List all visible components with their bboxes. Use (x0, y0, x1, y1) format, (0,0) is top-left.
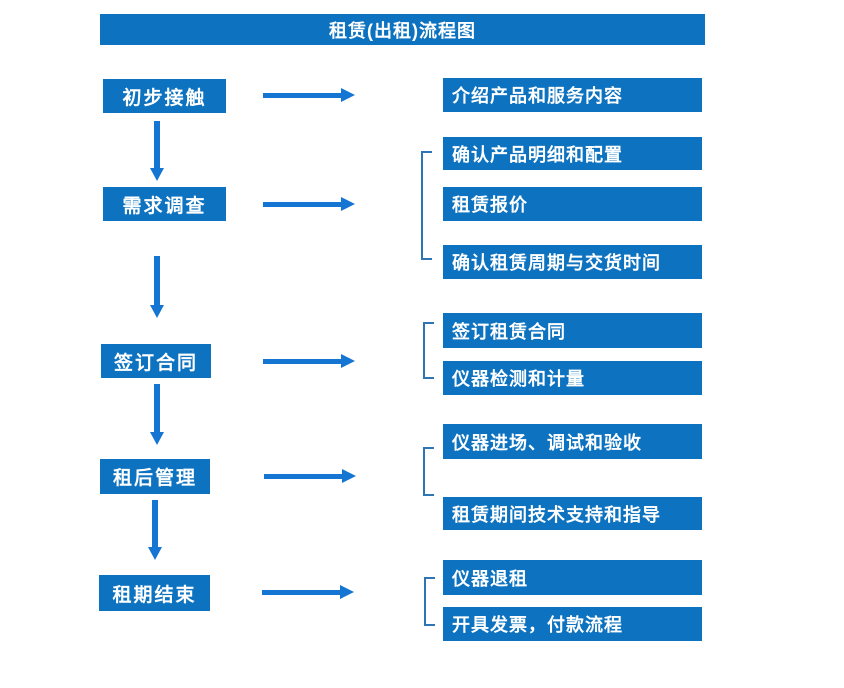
output-label: 介绍产品和服务内容 (452, 86, 623, 106)
title-bar: 租赁(出租)流程图 (100, 14, 705, 45)
stage-label: 需求调查 (122, 195, 207, 217)
flow-arrow-down-icon (150, 256, 164, 318)
flow-arrow-right-icon (263, 197, 355, 211)
flow-arrow-right-icon (263, 88, 355, 102)
group-bracket-icon (424, 577, 435, 626)
output-box-introduce-products-services: 介绍产品和服务内容 (443, 78, 702, 112)
output-box-instrument-return: 仪器退租 (443, 560, 702, 595)
stage-box-rental-end: 租期结束 (99, 575, 210, 611)
stage-label: 初步接触 (122, 87, 207, 109)
group-bracket-icon (423, 322, 434, 379)
output-label: 仪器进场、调试和验收 (452, 432, 642, 453)
output-box-invoice-payment-process: 开具发票，付款流程 (443, 607, 702, 641)
stage-box-initial-contact: 初步接触 (103, 79, 226, 113)
output-box-rental-quotation: 租赁报价 (443, 187, 702, 221)
flow-arrow-right-icon (264, 469, 356, 483)
output-label: 仪器检测和计量 (452, 369, 585, 389)
output-label: 签订租赁合同 (452, 321, 566, 342)
output-box-instrument-inspection-measurement: 仪器检测和计量 (443, 361, 702, 395)
flow-arrow-down-icon (148, 500, 162, 560)
stage-label: 租后管理 (112, 468, 197, 489)
flow-arrow-right-icon (262, 585, 354, 599)
group-bracket-icon (423, 447, 434, 496)
flow-arrow-right-icon (263, 354, 355, 368)
output-label: 开具发票，付款流程 (452, 615, 623, 635)
output-box-confirm-rental-period-delivery: 确认租赁周期与交货时间 (443, 245, 702, 279)
output-box-confirm-product-details: 确认产品明细和配置 (443, 137, 702, 170)
page-title: 租赁(出租)流程图 (329, 20, 476, 41)
group-bracket-icon (421, 151, 432, 260)
output-label: 仪器退租 (452, 568, 528, 589)
stage-box-post-rental-management: 租后管理 (100, 459, 210, 494)
flow-arrow-down-icon (150, 384, 164, 445)
output-label: 确认租赁周期与交货时间 (452, 253, 661, 273)
flow-arrow-down-icon (150, 121, 164, 181)
stage-label: 签订合同 (113, 352, 198, 374)
stage-label: 租期结束 (112, 584, 197, 606)
stage-box-sign-contract: 签订合同 (101, 344, 211, 378)
output-label: 租赁报价 (452, 195, 528, 215)
output-box-sign-rental-contract: 签订租赁合同 (443, 313, 702, 348)
output-box-technical-support-guidance: 租赁期间技术支持和指导 (443, 497, 702, 530)
output-label: 确认产品明细和配置 (452, 144, 623, 165)
output-box-instrument-arrival-debug-acceptance: 仪器进场、调试和验收 (443, 424, 702, 459)
output-label: 租赁期间技术支持和指导 (452, 504, 661, 525)
stage-box-demand-survey: 需求调查 (103, 187, 226, 221)
